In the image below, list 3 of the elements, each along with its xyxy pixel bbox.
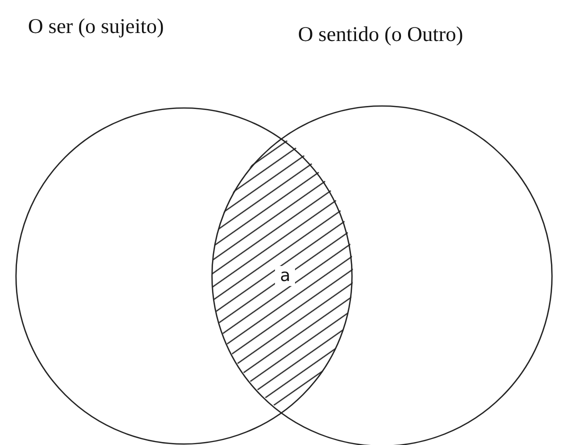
circle-heading: O ser (o sujeito) [28,14,164,38]
intersection-label: a [275,266,296,286]
circle-heading: O sentido (o Outro) [298,22,464,46]
